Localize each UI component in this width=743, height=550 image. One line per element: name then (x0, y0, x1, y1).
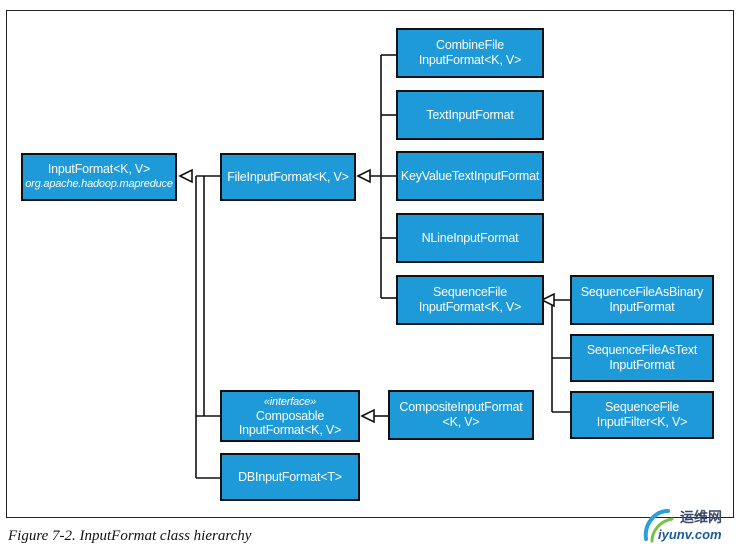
seqbinary-line2: InputFormat (609, 300, 675, 314)
combinefile-line1: CombineFile (436, 38, 504, 52)
compositeinputformat-box: CompositeInputFormat <K, V> (388, 390, 534, 440)
combinefile-box: CombineFile InputFormat<K, V> (396, 28, 544, 78)
combinefile-line2: InputFormat<K, V> (418, 53, 522, 67)
composite-line1: CompositeInputFormat (399, 400, 523, 414)
diagram-frame (6, 10, 734, 518)
seqfilter-line2: InputFilter<K, V> (596, 415, 688, 429)
figure-caption: Figure 7-2. InputFormat class hierarchy (8, 528, 252, 544)
composableinputformat-box: «interface» Composable InputFormat<K, V> (220, 390, 360, 442)
sequencefileasbinary-box: SequenceFileAsBinary InputFormat (570, 275, 714, 325)
composable-stereotype: «interface» (263, 396, 317, 408)
inputformat-name: InputFormat<K, V> (47, 162, 151, 176)
fileinputformat-name: FileInputFormat<K, V> (227, 169, 349, 184)
sequencefileinputformat-box: SequenceFile InputFormat<K, V> (396, 275, 544, 325)
sequencefile-line2: InputFormat<K, V> (418, 300, 522, 314)
sequencefileastext-box: SequenceFileAsText InputFormat (570, 334, 714, 382)
fileinputformat-box: FileInputFormat<K, V> (220, 153, 356, 201)
inputformat-package: org.apache.hadoop.mapreduce (25, 178, 173, 190)
composite-line2: <K, V> (442, 415, 480, 429)
keyvalue-name: KeyValueTextInputFormat (400, 168, 540, 183)
keyvaluetextinputformat-box: KeyValueTextInputFormat (396, 151, 544, 201)
textinputformat-name: TextInputFormat (426, 107, 514, 122)
composable-line3: InputFormat<K, V> (238, 423, 342, 437)
seqfilter-line1: SequenceFile (604, 400, 680, 414)
seqbinary-line1: SequenceFileAsBinary (580, 285, 704, 299)
seqtext-line2: InputFormat (609, 358, 675, 372)
textinputformat-box: TextInputFormat (396, 90, 544, 140)
watermark-chinese-text: 运维网 (680, 509, 722, 525)
watermark-domain-text: iyunv.com (658, 527, 722, 542)
watermark: 运维网 iyunv.com (640, 503, 738, 547)
watermark-logo-icon (643, 509, 674, 543)
inputformat-box: InputFormat<K, V> org.apache.hadoop.mapr… (21, 153, 177, 201)
dbinput-name: DBInputFormat<T> (238, 469, 342, 484)
sequencefileinputfilter-box: SequenceFile InputFilter<K, V> (570, 391, 714, 439)
dbinputformat-box: DBInputFormat<T> (220, 453, 360, 501)
sequencefile-line1: SequenceFile (432, 285, 508, 299)
nline-name: NLineInputFormat (421, 230, 519, 245)
seqtext-line1: SequenceFileAsText (586, 343, 698, 357)
composable-line2: Composable (255, 409, 325, 423)
nlineinputformat-box: NLineInputFormat (396, 213, 544, 263)
